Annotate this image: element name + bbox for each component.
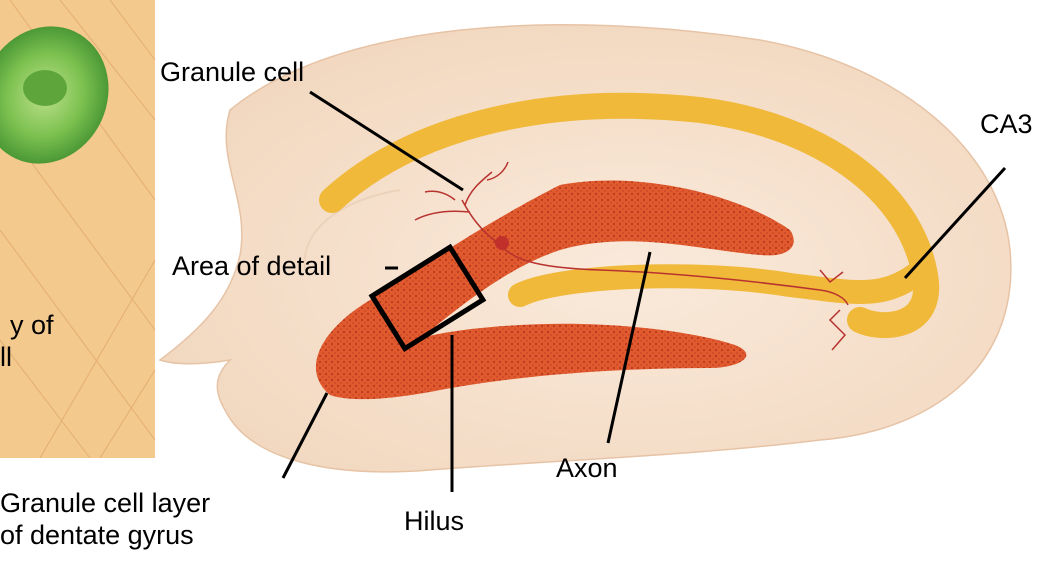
label-line: Granule cell layer xyxy=(0,487,330,519)
label-line: of dentate gyrus xyxy=(0,519,330,551)
label-area-of-detail: Area of detail xyxy=(172,250,331,282)
granule-soma xyxy=(495,236,509,250)
label-granule-cell-layer: Granule cell layer of dentate gyrus xyxy=(0,487,330,551)
tissue-outline xyxy=(160,25,1011,472)
label-hilus: Hilus xyxy=(404,505,464,537)
label-line: ll xyxy=(0,341,60,373)
label-inset-partial: y of ll xyxy=(0,309,60,373)
hippocampus-tissue xyxy=(160,25,1011,472)
inset-panel xyxy=(0,0,155,458)
label-line: y of xyxy=(0,309,60,341)
label-axon: Axon xyxy=(556,452,618,484)
cell-nucleus xyxy=(23,70,67,106)
label-ca3: CA3 xyxy=(980,108,1033,140)
label-granule-cell: Granule cell xyxy=(160,56,304,88)
